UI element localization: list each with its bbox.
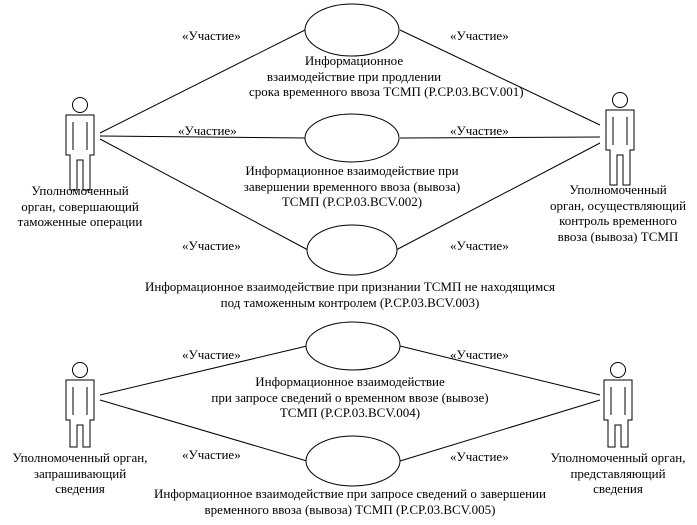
use-case-label-004: Информационное взаимодействие при запрос…	[211, 374, 489, 420]
association-line	[99, 135, 306, 139]
association-line	[399, 29, 601, 126]
association-line	[99, 399, 308, 462]
association-line	[399, 399, 601, 462]
use-case-label-005: Информационное взаимодействие при запрос…	[154, 486, 546, 517]
use-case-label-003: Информационное взаимодействие при призна…	[145, 279, 555, 310]
use-case-label-001: Информационное взаимодействие при продле…	[249, 53, 524, 99]
use-case-ellipse-005	[305, 435, 401, 487]
association-line	[99, 345, 308, 396]
actor-label-1: Уполномоченный орган, совершающий таможе…	[17, 183, 143, 229]
actor-figure-2	[605, 92, 635, 186]
association-label: «Участие»	[182, 28, 241, 43]
association-label: «Участие»	[182, 447, 241, 462]
association-label: «Участие»	[178, 123, 237, 138]
actor-figure-3	[65, 362, 95, 448]
actor-label-4: Уполномоченный орган, представляющий све…	[550, 450, 686, 496]
association-label: «Участие»	[182, 238, 241, 253]
use-case-ellipse-002	[304, 113, 400, 163]
actor-label-2: Уполномоченный орган, осуществляющий кон…	[549, 182, 687, 244]
actor-figure-1	[65, 97, 95, 191]
use-case-ellipse-004	[305, 321, 401, 371]
association-line	[99, 138, 309, 251]
association-label: «Участие»	[450, 449, 509, 464]
association-line	[395, 142, 601, 251]
association-line	[399, 345, 601, 396]
association-label: «Участие»	[182, 347, 241, 362]
association-label: «Участие»	[450, 238, 509, 253]
use-case-ellipse-001	[304, 3, 400, 57]
association-label: «Участие»	[450, 347, 509, 362]
association-label: «Участие»	[450, 123, 509, 138]
actor-label-3: Уполномоченный орган, запрашивающий свед…	[12, 450, 148, 496]
association-line	[99, 29, 306, 134]
actor-figure-4	[603, 362, 633, 448]
use-case-ellipse-003	[306, 224, 398, 276]
association-line	[399, 136, 601, 139]
association-label: «Участие»	[450, 28, 509, 43]
use-case-label-002: Информационное взаимодействие при заверш…	[243, 163, 461, 209]
